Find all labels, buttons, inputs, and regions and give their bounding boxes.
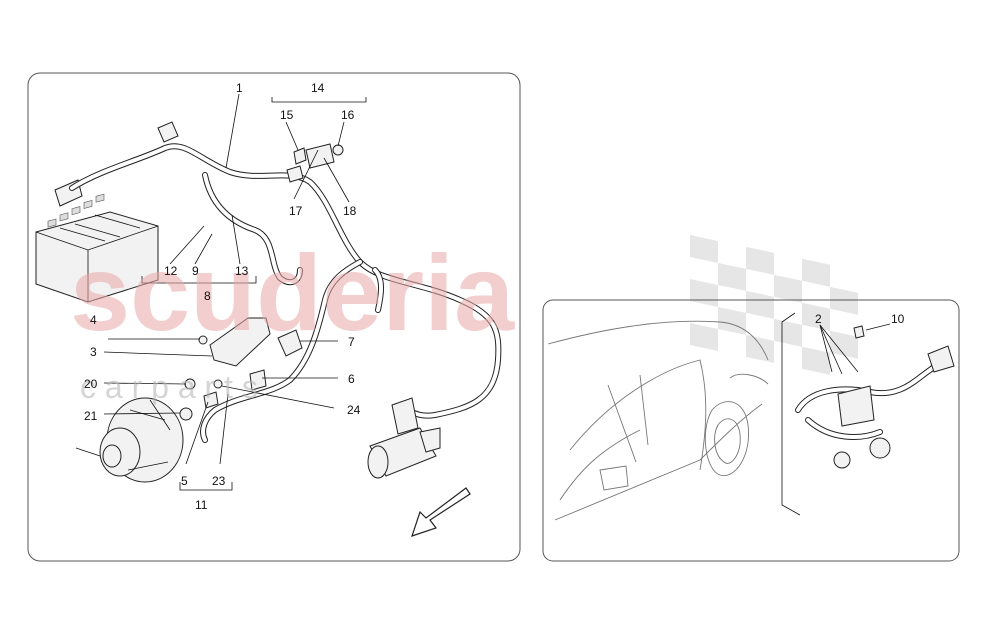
callout-7: 7 [348,335,355,349]
callout-13: 13 [235,264,249,278]
callouts-detail: 2 10 [815,312,905,326]
battery-harness [795,325,955,469]
direction-arrow-icon [411,487,471,537]
cap-15 [293,147,307,165]
callout-2: 2 [815,312,822,326]
detail-leader [781,312,801,516]
callout-17: 17 [289,204,303,218]
watermark-flag-icon [690,235,858,375]
callout-14: 14 [311,81,325,95]
callout-4: 4 [90,313,97,327]
watermark-brand: scuderia [70,232,515,353]
callout-20: 20 [84,377,98,391]
washer-21 [179,407,193,421]
callout-5: 5 [181,474,188,488]
callouts-main: 1 14 15 16 17 18 12 9 13 8 4 3 7 6 20 24… [84,81,361,512]
callout-15: 15 [280,108,294,122]
bracket-3 [209,317,271,367]
starter-motor [367,397,441,479]
callout-18: 18 [343,204,357,218]
cap-16 [332,144,344,156]
alternator [75,397,184,483]
callout-21: 21 [84,409,98,423]
callout-10: 10 [891,312,905,326]
leader-lines [103,93,367,491]
main-harness [69,121,502,443]
car-outline [547,320,769,521]
callout-9: 9 [192,264,199,278]
callout-3: 3 [90,345,97,359]
callout-12: 12 [164,264,178,278]
callout-6: 6 [348,372,355,386]
callout-1: 1 [236,81,243,95]
fuse-box [35,179,159,303]
clip-6 [249,369,267,391]
callout-11: 11 [195,498,208,512]
main-panel [27,72,521,562]
clip-7 [277,329,303,357]
connector-14 [305,143,335,169]
callout-23: 23 [212,474,226,488]
detail-leader-lines [819,323,891,375]
screw-24 [213,379,223,389]
watermark-sub: c a r p a r t s [80,369,258,405]
bolt-4 [198,335,208,345]
callout-16: 16 [341,108,355,122]
callout-24: 24 [347,403,361,417]
callout-8: 8 [204,289,211,303]
detail-panel [542,299,960,562]
